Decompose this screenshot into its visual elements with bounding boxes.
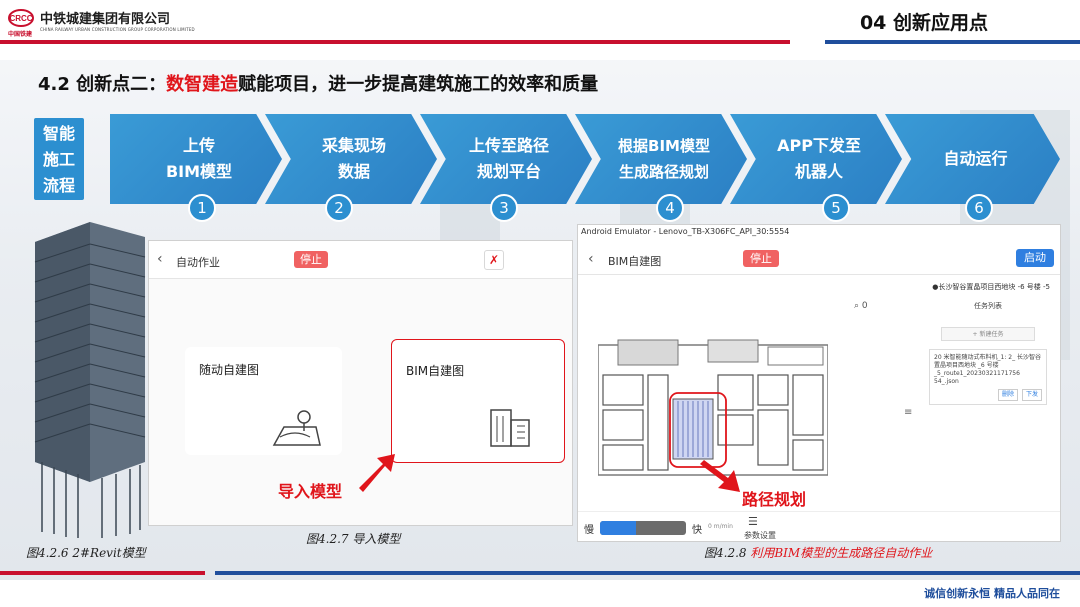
logo-caption: 中国铁建 [8,31,33,38]
back-icon[interactable]: ‹ [588,251,594,267]
send-button[interactable]: 下发 [1021,389,1042,401]
path-planning-note: 路径规划 [742,490,807,509]
app-toolbar: ‹ BIM自建图 停止 [578,245,1060,275]
card-label: BIM自建图 [406,364,465,378]
flow-step-5: APP下发至机器人 [730,114,902,204]
flow-step-line: 生成路径规划 [618,163,709,181]
header-bar: CRCC 中国铁建 中铁城建集团有限公司 CHINA RAILWAY URBAN… [0,0,1080,46]
building-icon [490,409,530,447]
flow-step-line: 根据BIM模型 [618,137,710,155]
delete-button[interactable]: 删除 [997,389,1018,401]
menu-icon[interactable]: ≡ [904,407,913,418]
stop-button[interactable]: 停止 [294,251,328,268]
caption-import-model: 图4.2.7 导入模型 [306,532,401,546]
page-heading: 4.2 创新点二：数智建造赋能项目，进一步提高建筑施工的效率和质量 [38,70,598,96]
step-number: 2 [325,194,353,222]
card-bim-mapping[interactable]: BIM自建图 [391,339,565,463]
caption-prefix: 图4.2.8 [704,546,751,560]
start-button[interactable]: 启动 [1016,249,1054,267]
flow-step-4: 根据BIM模型生成路径规划 [575,114,747,204]
caption-revit-model: 图4.2.6 2#Revit模型 [26,546,146,560]
new-task-button[interactable]: + 新建任务 [941,327,1035,341]
slow-label: 慢 [584,525,594,536]
flow-step-line: 机器人 [794,162,843,181]
flow-step-2: 采集现场数据 [265,114,437,204]
app-toolbar: ‹ 自动作业 停止 ✗ [149,241,572,279]
step-number: 6 [965,194,993,222]
footer-slogan: 诚信创新永恒 精品人品同在 [924,587,1060,600]
settings-label[interactable]: 参数设置 [744,531,776,540]
heading-highlight: 数智建造 [166,74,239,95]
heading-prefix: 4.2 创新点二： [38,74,167,95]
flow-step-6: 自动运行 [885,114,1060,204]
card-follow-mapping[interactable]: 随动自建图 [185,347,342,455]
task-list-panel: 任务列表 + 新建任务 20 米智能随动式布料机_1: 2_ 长沙智谷置晶项目西… [918,295,1058,445]
company-name-en: CHINA RAILWAY URBAN CONSTRUCTION GROUP C… [40,27,195,32]
import-model-note: 导入模型 [278,482,343,501]
screen-title: BIM自建图 [608,255,662,268]
project-info: ●长沙智谷置晶项目西地块 -6 号楼 -5 [932,283,1050,291]
company-name: 中铁城建集团有限公司 [40,12,171,27]
app-panel-auto-work: ‹ 自动作业 停止 ✗ 随动自建图 BIM自建图 [148,240,573,526]
step-number: 5 [822,194,850,222]
tool-icon[interactable]: ✗ [484,250,504,270]
footer-stripe-blue [215,571,1080,575]
task-card[interactable]: 20 米智能随动式布料机_1: 2_ 长沙智谷置晶项目西地块 _6 号楼 _5_… [929,349,1047,405]
section-title: 04 创新应用点 [859,12,988,34]
flow-label: 智能 施工 流程 [34,118,84,200]
flow-step-line: 采集现场 [321,136,386,155]
flow-label-line: 流程 [42,176,75,195]
zoom-control[interactable]: ⌕ 0 [854,301,868,311]
zoom-value: 0 [861,301,868,311]
caption-highlight: 利用BIM模型的生成路径自动作业 [750,546,933,560]
android-emulator-panel: Android Emulator - Lenovo_TB-X306FC_API_… [577,224,1061,542]
header-stripe-red [0,40,790,44]
emulator-title: Android Emulator - Lenovo_TB-X306FC_API_… [581,227,790,236]
screen-title: 自动作业 [176,256,220,269]
speed-slider-fill [600,521,637,535]
step-number: 3 [490,194,518,222]
bim-floor-plan [598,339,828,476]
map-pin-icon [272,410,321,446]
step-number: 1 [188,194,216,222]
fast-label: 快 [692,525,702,536]
flow-label-line: 施工 [42,150,75,169]
flow-step-3: 上传至路径规划平台 [420,114,592,204]
flow-step-line: 上传至路径 [468,136,549,155]
task-text: 20 米智能随动式布料机_1: 2_ 长沙智谷置晶项目西地块 _6 号楼 _5_… [934,354,1042,385]
stop-button[interactable]: 停止 [743,250,779,267]
flow-step-line: 上传 [182,136,215,155]
flow-step-line: 自动运行 [943,149,1008,168]
heading-suffix: 赋能项目，进一步提高建筑施工的效率和质量 [238,74,599,95]
flow-label-line: 智能 [42,124,75,143]
flow-step-line: 规划平台 [476,162,541,181]
svg-text:CRCC: CRCC [9,14,32,23]
flow-step-1: 上传 BIM模型 [110,114,282,204]
card-label: 随动自建图 [199,363,260,377]
back-icon[interactable]: ‹ [157,251,163,267]
caption-bim-path: 图4.2.8 利用BIM模型的生成路径自动作业 [704,544,932,561]
red-arrow-icon [700,460,740,492]
task-list-title: 任务列表 [974,302,1002,310]
header-stripe-blue [825,40,1080,44]
flow-step-line: APP下发至 [777,136,861,155]
speed-control: 慢 快 0 m/min ☰ 参数设置 [578,511,1060,541]
speed-slider[interactable] [600,521,686,535]
footer-stripe-red [0,571,205,575]
revit-building-model [34,222,146,538]
speed-unit: 0 m/min [708,523,733,530]
step-number: 4 [656,194,684,222]
search-icon: ⌕ [854,301,862,311]
red-arrow-icon [359,454,395,492]
flow-step-line: BIM模型 [165,162,233,181]
settings-icon[interactable]: ☰ [748,515,758,528]
company-logo-icon: CRCC [8,9,34,27]
flow-step-line: 数据 [337,162,370,181]
